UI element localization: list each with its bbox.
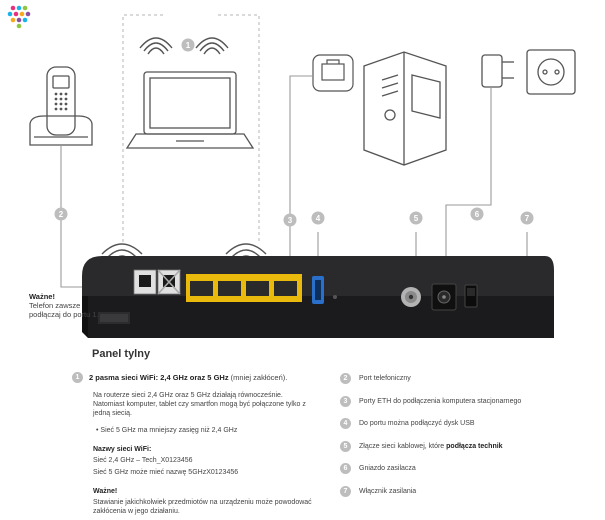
callout-badge: 3 <box>340 395 351 407</box>
callout-7: 7 <box>520 211 534 225</box>
power-switch <box>464 284 478 308</box>
wifi-bands-suffix: (mniej zakłóceń). <box>228 373 288 382</box>
callout-badge: 7 <box>340 485 351 497</box>
callout-4: 4 <box>311 211 325 225</box>
callout-badge: 4 <box>340 418 351 430</box>
svg-text:1: 1 <box>186 41 191 50</box>
legend-item-usb-port: 4 Do portu można podłączyć dysk USB <box>340 418 600 430</box>
svg-text:4: 4 <box>316 214 321 223</box>
phone-ports <box>133 269 181 295</box>
wifi-bullet: • Sieć 5 GHz ma mniejszy zasięg niż 2,4 … <box>96 427 238 434</box>
brand-logo <box>7 5 31 29</box>
wifi-description: Na routerze sieci 2,4 GHz oraz 5 GHz dzi… <box>93 392 306 417</box>
legend-item-phone-port: 2 Port telefoniczny <box>340 373 600 384</box>
rear-panel-diagram: 1 2 3 4 5 6 7 <box>7 5 576 338</box>
wifi-name-24: Sieć 2,4 GHz – Tech_X0123456 <box>93 457 193 464</box>
ethernet-port-icon <box>312 54 354 92</box>
left-description-column: 1 2 pasma sieci WiFi: 2,4 GHz oraz 5 GHz… <box>72 372 312 516</box>
panel-title: Panel tylny <box>92 348 151 360</box>
legend-item-coax: 5 Złącze sieci kablowej, które podłącza … <box>340 440 600 452</box>
svg-text:3: 3 <box>288 216 293 225</box>
phone-warning-note: Ważne! Telefon zawsze podłączaj do portu… <box>29 292 99 319</box>
port-legend: 2 Port telefoniczny 3 Porty ETH do podłą… <box>340 373 600 509</box>
note-title: Ważne! <box>93 488 118 495</box>
wifi-name-5: Sieć 5 GHz może mieć nazwę 5GHzX0123456 <box>93 469 239 476</box>
legend-item-power-socket: 6 Gniazdo zasilacza <box>340 463 600 475</box>
callout-badge: 6 <box>340 463 351 475</box>
callout-1: 1 <box>181 38 195 52</box>
wifi-icon <box>139 37 229 55</box>
legend-text: Włącznik zasilania <box>359 487 417 495</box>
phone-icon <box>29 66 93 146</box>
callout-badge: 2 <box>340 373 351 384</box>
legend-text: Złącze sieci kablowej, które podłącza te… <box>359 442 503 450</box>
wifi-dashed-frame <box>122 14 260 242</box>
wifi-bands-item: 1 2 pasma sieci WiFi: 2,4 GHz oraz 5 GHz… <box>72 372 312 383</box>
wifi-bands-title: 2 pasma sieci WiFi: 2,4 GHz oraz 5 GHz <box>89 373 229 382</box>
warning-title: Ważne! <box>29 292 55 301</box>
wifi-names: Nazwy sieci WiFi: Sieć 2,4 GHz – Tech_X0… <box>93 445 312 516</box>
callout-3: 3 <box>283 213 297 227</box>
callout-5: 5 <box>409 211 423 225</box>
callout-badge: 5 <box>340 440 351 452</box>
legend-item-eth-ports: 3 Porty ETH do podłączenia komputera sta… <box>340 395 600 407</box>
usb-port <box>312 276 324 304</box>
warning-text: Telefon zawsze podłączaj do portu 1. <box>29 301 99 319</box>
note-text: Stawianie jakichkolwiek przedmiotów na u… <box>93 499 312 515</box>
power-socket <box>431 283 457 311</box>
legend-text: Port telefoniczny <box>359 375 411 382</box>
power-adapter-icon <box>481 49 576 95</box>
legend-text: Porty ETH do podłączenia komputera stacj… <box>359 397 522 405</box>
svg-text:7: 7 <box>525 214 530 223</box>
svg-text:2: 2 <box>59 210 64 219</box>
callout-2: 2 <box>54 207 68 221</box>
callout-badge: 1 <box>72 372 83 383</box>
svg-text:5: 5 <box>414 214 419 223</box>
callout-6: 6 <box>470 207 484 221</box>
legend-text: Do portu można podłączyć dysk USB <box>359 420 475 428</box>
desktop-pc-icon <box>363 51 447 166</box>
led-indicator <box>333 295 337 299</box>
ethernet-ports <box>186 274 302 302</box>
svg-text:6: 6 <box>475 210 480 219</box>
legend-item-power-switch: 7 Włącznik zasilania <box>340 485 600 497</box>
coax-connector <box>401 287 421 307</box>
laptop-icon <box>125 71 255 149</box>
wifi-names-title: Nazwy sieci WiFi: <box>93 446 152 453</box>
legend-text: Gniazdo zasilacza <box>359 465 416 473</box>
